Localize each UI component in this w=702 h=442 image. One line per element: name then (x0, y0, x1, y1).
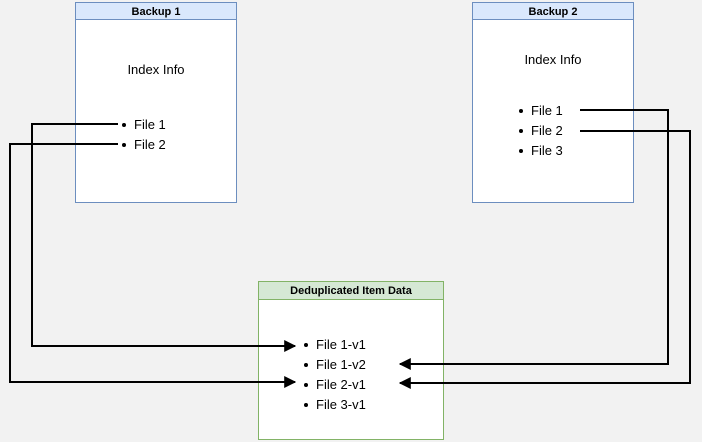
list-item: File 2-v1 (300, 375, 366, 395)
dedup-header: Deduplicated Item Data (258, 281, 444, 300)
backup1-header: Backup 1 (75, 2, 237, 20)
list-item: File 3-v1 (300, 395, 366, 415)
backup1-body (75, 20, 237, 203)
list-item: File 2 (118, 135, 166, 155)
list-item: File 1 (118, 115, 166, 135)
dedup-title: Deduplicated Item Data (290, 285, 412, 297)
backup2-file-list: File 1 File 2 File 3 (515, 101, 563, 161)
list-item: File 1-v1 (300, 335, 366, 355)
backup1-file-list: File 1 File 2 (118, 115, 166, 155)
list-item: File 1 (515, 101, 563, 121)
backup2-title: Backup 2 (528, 6, 578, 18)
list-item: File 3 (515, 141, 563, 161)
list-item: File 1-v2 (300, 355, 366, 375)
list-item: File 2 (515, 121, 563, 141)
backup2-header: Backup 2 (472, 2, 634, 20)
dedup-file-list: File 1-v1 File 1-v2 File 2-v1 File 3-v1 (300, 335, 366, 415)
backup1-section-label: Index Info (127, 62, 185, 77)
backup1-title: Backup 1 (131, 6, 181, 18)
backup2-section-label: Index Info (524, 52, 582, 67)
